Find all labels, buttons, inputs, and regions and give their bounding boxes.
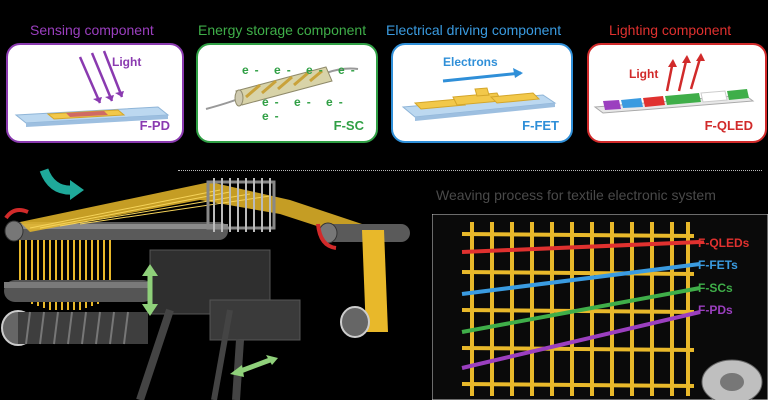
electron-label-3: e-: [306, 63, 329, 77]
legend-f-qleds: F-QLEDs: [698, 236, 750, 250]
legend-f-scs: F-SCs: [698, 281, 733, 295]
f-sc-tag: F-SC: [333, 118, 364, 133]
electrons-label: Electrons: [443, 55, 498, 69]
sc-fiber: [461, 286, 701, 334]
panel-title-electrical-driving: Electrical driving component: [386, 22, 562, 38]
electron-label-8: e-: [262, 109, 285, 123]
electron-label-1: e-: [242, 63, 265, 77]
fet-fiber: [461, 262, 701, 296]
electron-label-5: e-: [262, 95, 285, 109]
qled-fiber: [461, 240, 701, 254]
legend-f-pds: F-PDs: [698, 303, 733, 317]
legend-f-fets: F-FETs: [698, 258, 738, 272]
light-label: Light: [112, 55, 142, 69]
electron-label: e- e- e- e-: [242, 63, 361, 77]
section-divider: [178, 170, 762, 171]
sensing-panel: Light F-PD: [6, 43, 184, 143]
pd-fiber: [461, 310, 701, 370]
qled-illustration: [593, 53, 755, 114]
f-qled-tag: F-QLED: [704, 118, 753, 133]
woven-textile-inset: [432, 214, 768, 400]
electron-label-6: e-: [294, 95, 317, 109]
electron-label-row2: e- e- e- e-: [262, 95, 376, 123]
f-fet-tag: F-FET: [522, 118, 559, 133]
electrical-driving-panel: Electrons F-FET: [391, 43, 573, 143]
panel-title-sensing: Sensing component: [30, 22, 154, 38]
photodetector-illustration: [14, 50, 170, 127]
panel-title-lighting: Lighting component: [609, 22, 732, 38]
electron-label-7: e-: [326, 95, 349, 109]
lighting-panel: Light F-QLED: [587, 43, 767, 143]
horizontal-arrow-icon: [237, 357, 271, 375]
electron-label-4: e-: [338, 63, 361, 77]
supercapacitor-illustration: [205, 66, 359, 110]
weaving-loom-illustration: [1, 168, 410, 400]
f-pd-tag: F-PD: [139, 118, 170, 133]
panel-title-energy-storage: Energy storage component: [198, 22, 367, 38]
rotation-arrow-icon: [39, 168, 75, 195]
energy-storage-panel: e- e- e- e- e- e- e- e- F-SC: [196, 43, 378, 143]
weaving-section-title: Weaving process for textile electronic s…: [436, 187, 716, 203]
electron-label-2: e-: [274, 63, 297, 77]
light-emission-label: Light: [629, 67, 659, 81]
transistor-illustration: [401, 68, 557, 121]
